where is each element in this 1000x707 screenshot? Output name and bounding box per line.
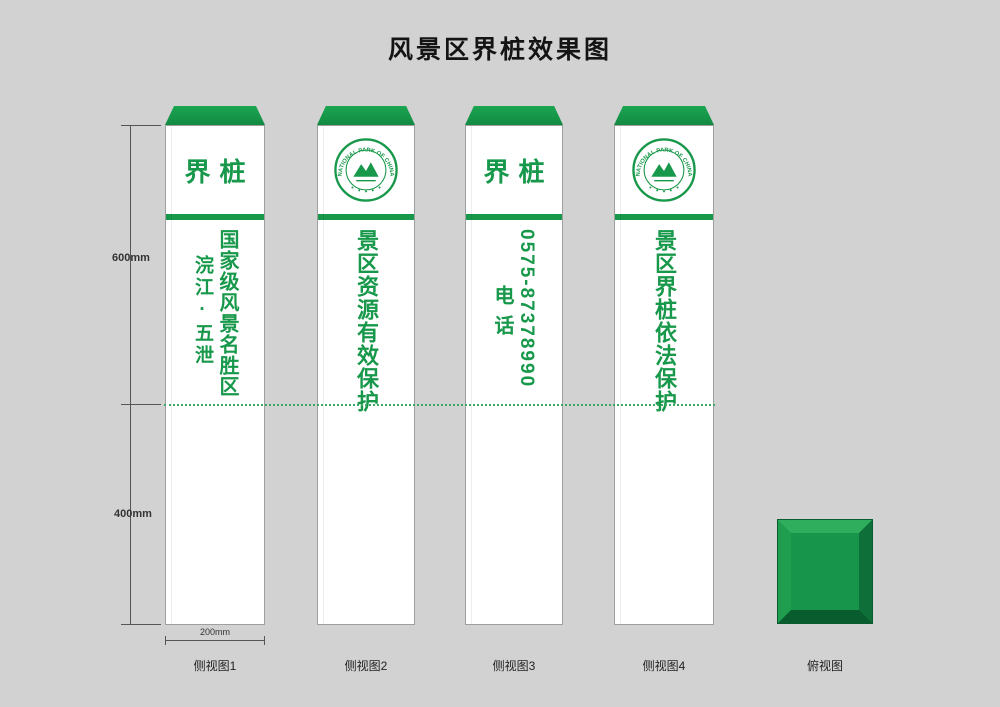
boundary-marker-label: 界桩 xyxy=(184,156,255,187)
phone-number-vertical-text: 0575-87378990 xyxy=(516,229,537,389)
dimension-tick xyxy=(121,125,161,126)
dimension-label-upper: 600mm xyxy=(112,252,150,264)
pillar-text-area: 0575-87378990 电话 xyxy=(466,220,562,624)
pillar-header: 界桩 xyxy=(466,126,562,214)
caption-side-view-4: 侧视图4 xyxy=(642,659,686,673)
boundary-marker-label: 界桩 xyxy=(483,156,554,187)
divider-strip xyxy=(466,214,562,220)
national-park-logo-icon: NATIONAL PARK OF CHINA xyxy=(632,138,696,202)
dimension-line-width xyxy=(165,640,265,641)
pillar-body: NATIONAL PARK OF CHINA 景区界桩依法保护 xyxy=(614,125,714,625)
mountain-glyph xyxy=(651,162,677,177)
mountain-glyph xyxy=(353,162,379,177)
caption-side-view-1: 侧视图1 xyxy=(193,659,237,673)
dimension-label-width: 200mm xyxy=(199,627,230,637)
pillar-side-view-1: 界桩 国家级风景名胜区 浣江·五泄 xyxy=(165,106,265,625)
caption-top-view: 俯视图 xyxy=(806,659,843,673)
divider-strip xyxy=(615,214,713,220)
caption-side-view-2: 侧视图2 xyxy=(344,659,388,673)
pillar-text-area: 景区界桩依法保护 xyxy=(615,220,713,624)
dimension-tick xyxy=(121,624,161,625)
dimension-label-lower: 400mm xyxy=(114,508,152,520)
divider-strip xyxy=(166,214,264,220)
dimension-tick xyxy=(165,636,166,645)
pillar-header: NATIONAL PARK OF CHINA xyxy=(318,126,414,214)
vertical-text-primary: 景区资源有效保护 xyxy=(354,229,379,413)
pillar-side-view-2: NATIONAL PARK OF CHINA 景区资源有效保护 xyxy=(317,106,415,625)
pillar-text-area: 景区资源有效保护 xyxy=(318,220,414,624)
pillar-body: 界桩 国家级风景名胜区 浣江·五泄 xyxy=(165,125,265,625)
pillar-side-view-3: 界桩 0575-87378990 电话 xyxy=(465,106,563,625)
national-park-logo-icon: NATIONAL PARK OF CHINA xyxy=(334,138,398,202)
pillar-header: NATIONAL PARK OF CHINA xyxy=(615,126,713,214)
pillar-body: 界桩 0575-87378990 电话 xyxy=(465,125,563,625)
pillar-side-view-4: NATIONAL PARK OF CHINA 景区界桩依法保护 xyxy=(614,106,714,625)
divider-strip xyxy=(318,214,414,220)
pillar-cap xyxy=(614,106,714,125)
page-title: 风景区界桩效果图 xyxy=(387,37,612,64)
pillar-cap xyxy=(317,106,415,125)
caption-side-view-3: 侧视图3 xyxy=(492,659,536,673)
dimension-line-vertical xyxy=(130,125,131,625)
vertical-text-primary: 景区界桩依法保护 xyxy=(652,229,677,413)
top-view-marker xyxy=(777,519,873,624)
pillar-text-area: 国家级风景名胜区 浣江·五泄 xyxy=(166,220,264,624)
pillar-body: NATIONAL PARK OF CHINA 景区资源有效保护 xyxy=(317,125,415,625)
vertical-text-primary: 国家级风景名胜区 xyxy=(216,229,238,397)
dimension-tick xyxy=(264,636,265,645)
pillar-cap xyxy=(165,106,265,125)
pillar-cap xyxy=(465,106,563,125)
ground-level-dashed-line xyxy=(164,404,715,406)
phone-label-vertical-text: 电话 xyxy=(491,285,513,345)
dimension-tick xyxy=(121,404,161,405)
vertical-text-secondary: 浣江·五泄 xyxy=(192,255,213,367)
pillar-header: 界桩 xyxy=(166,126,264,214)
